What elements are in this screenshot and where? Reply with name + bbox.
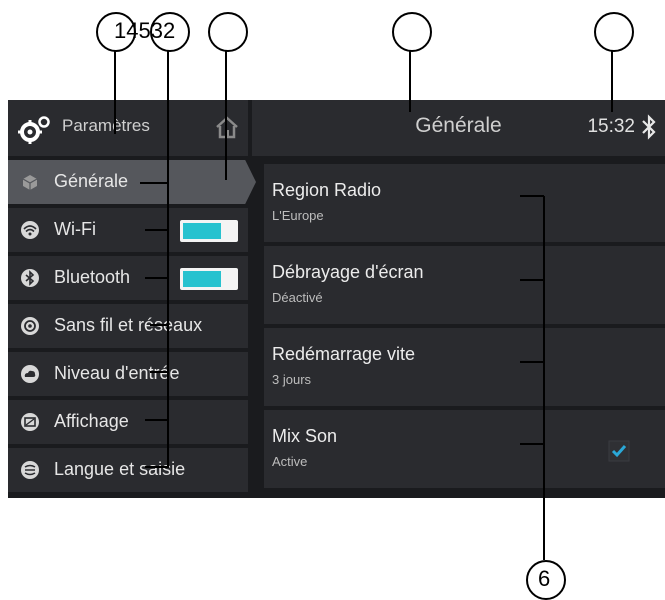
settings-title: Paramètres (62, 116, 150, 135)
wifi-toggle[interactable] (180, 220, 238, 242)
callout-number-group: 14532 (114, 18, 176, 43)
setting-title: Region Radio (272, 180, 382, 200)
toggle-knob (223, 271, 235, 287)
sidebar-item-label: Bluetooth (54, 267, 131, 287)
sidebar-item-label: Sans fil et réseaux (54, 315, 203, 335)
cube-icon (22, 175, 38, 190)
bluetooth-status-icon (642, 114, 656, 140)
setting-value: L'Europe (272, 208, 324, 223)
setting-value: 3 jours (272, 372, 312, 387)
toggle-fill (183, 271, 221, 287)
callout-circle-5 (594, 12, 634, 52)
setting-row-debrayage[interactable]: Débrayage d'écran Déactivé (264, 246, 665, 324)
checkbox-checked-icon[interactable] (608, 440, 630, 462)
sidebar-item-label: Wi-Fi (54, 219, 96, 239)
sidebar-item-sans-fil[interactable]: Sans fil et réseaux (8, 304, 248, 348)
setting-title: Débrayage d'écran (272, 262, 424, 282)
setting-value: Active (272, 454, 308, 469)
sidebar-item-generale[interactable]: Générale (8, 160, 166, 204)
cloud-icon (21, 365, 39, 383)
sidebar-item-wifi[interactable]: Wi-Fi (8, 208, 248, 252)
active-item-pointer (166, 160, 256, 204)
setting-title: Redémarrage vite (272, 344, 416, 364)
sidebar-item-langue[interactable]: Langue et saisie (8, 448, 248, 492)
sidebar-item-label: Langue et saisie (54, 459, 186, 479)
setting-row-mix-son[interactable]: Mix Son Active (264, 410, 665, 488)
sidebar-item-affichage[interactable]: Affichage (8, 400, 248, 444)
language-icon (21, 461, 39, 479)
callout-circle-1 (96, 12, 136, 52)
display-icon (21, 413, 39, 431)
home-icon[interactable] (214, 114, 240, 140)
sidebar-item-label: Niveau d'entrée (54, 363, 180, 383)
sidebar-item-niveau[interactable]: Niveau d'entrée (8, 352, 248, 396)
setting-row-region-radio[interactable]: Region Radio L'Europe (264, 164, 665, 242)
wifi-icon (21, 221, 39, 239)
clock: 15:32 (587, 116, 635, 137)
network-icon (21, 317, 39, 335)
sidebar-item-label: Affichage (54, 411, 129, 431)
sidebar-item-bluetooth[interactable]: Bluetooth (8, 256, 248, 300)
callout-circle-3 (208, 12, 248, 52)
toggle-knob (223, 223, 235, 239)
setting-title: Mix Son (272, 426, 338, 446)
head-unit-screen: Paramètres Générale 15:32 Générale (8, 100, 665, 498)
gear-icon (18, 116, 50, 144)
callout-circle-2 (150, 12, 190, 52)
header-right: Générale 15:32 (252, 100, 665, 156)
setting-value: Déactivé (272, 290, 323, 305)
header-left: Paramètres (8, 100, 248, 156)
callout-number-6: 6 (538, 566, 551, 591)
page-title: Générale (415, 114, 502, 137)
callout-circle-4 (392, 12, 432, 52)
bluetooth-icon (21, 269, 39, 287)
sidebar-item-label: Générale (54, 171, 129, 191)
bluetooth-toggle[interactable] (180, 268, 238, 290)
toggle-fill (183, 223, 221, 239)
setting-row-redemarrage[interactable]: Redémarrage vite 3 jours (264, 328, 665, 406)
